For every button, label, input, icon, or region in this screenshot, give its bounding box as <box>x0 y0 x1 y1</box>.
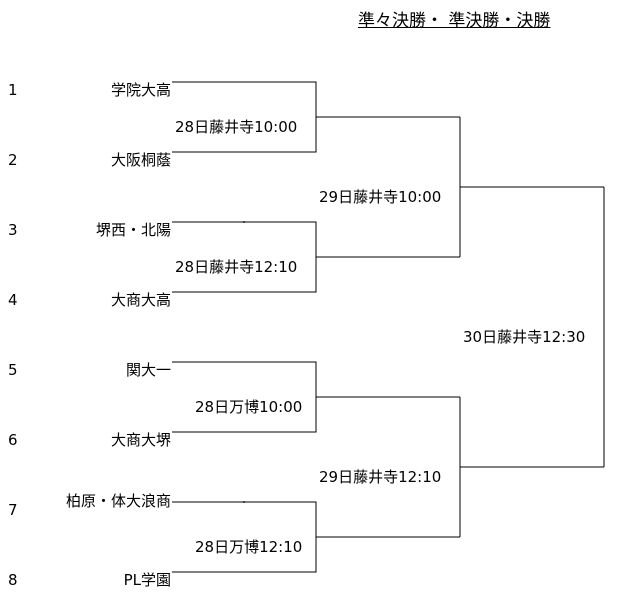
seed-number: 5 <box>8 361 18 379</box>
seed-number: 4 <box>8 291 18 309</box>
team-name: 堺西・北陽 <box>95 221 171 239</box>
team-name: 大阪桐蔭 <box>110 151 171 169</box>
seed-number: 2 <box>8 151 18 169</box>
qf-match-label: 28日万博12:10 <box>194 536 304 557</box>
seed-number: 3 <box>8 221 18 239</box>
team-name: 学院大高 <box>110 81 171 99</box>
sf-match-label: 29日藤井寺12:10 <box>318 466 443 487</box>
final-match-label: 30日藤井寺12:30 <box>462 326 587 347</box>
seed-number: 6 <box>8 431 18 449</box>
qf-match-label: 28日藤井寺10:00 <box>174 116 299 137</box>
seed-number: 1 <box>8 81 18 99</box>
team-name: 関大一 <box>125 361 171 379</box>
team-name: PL学園 <box>123 571 171 589</box>
bracket-title: 準々決勝・ 準決勝・決勝 <box>358 11 551 31</box>
team-name: 大商大高 <box>110 291 171 309</box>
qf-match-label: 28日藤井寺12:10 <box>174 256 299 277</box>
team-name: 大商大堺 <box>110 431 171 449</box>
team-name: 柏原・体大浪商 <box>65 492 171 510</box>
seed-number: 7 <box>8 501 18 519</box>
seed-number: 8 <box>8 571 18 589</box>
sf-match-label: 29日藤井寺10:00 <box>318 186 443 207</box>
qf-match-label: 28日万博10:00 <box>194 396 304 417</box>
